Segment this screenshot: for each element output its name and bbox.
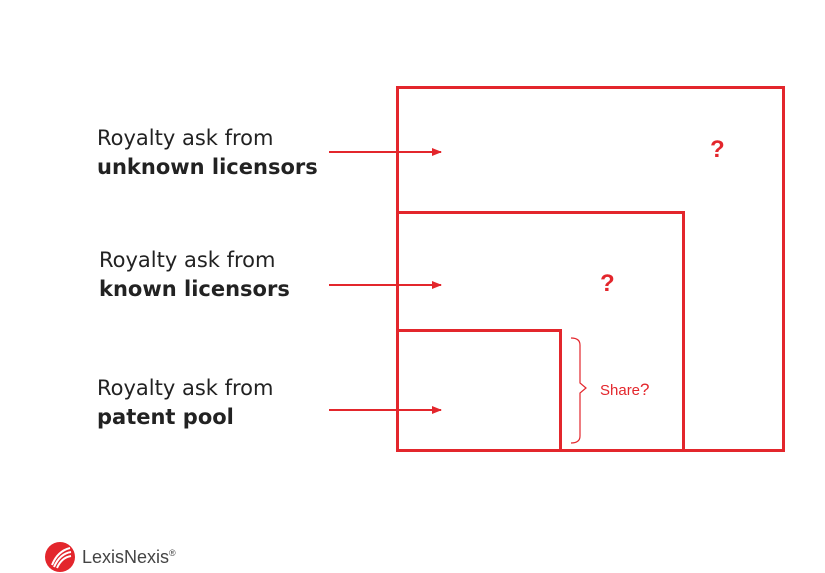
logo-wordmark: LexisNexis® — [82, 547, 176, 568]
label-pool-line2: patent pool — [97, 405, 234, 429]
label-unknown-line1: Royalty ask from — [97, 126, 274, 150]
logo-name: LexisNexis — [82, 546, 170, 567]
middle-question-mark: ? — [600, 270, 615, 297]
label-unknown-line2: unknown licensors — [97, 155, 318, 179]
label-known-line2: known licensors — [99, 277, 290, 301]
lexisnexis-logo-icon — [45, 542, 75, 572]
share-text: Share — [600, 382, 641, 399]
label-pool-line1: Royalty ask from — [97, 376, 274, 400]
share-question-mark: ? — [640, 380, 650, 399]
outer-question-mark: ? — [710, 136, 725, 163]
label-unknown-licensors: Royalty ask from unknown licensors — [97, 124, 318, 182]
share-label: Share? — [600, 380, 650, 400]
label-patent-pool: Royalty ask from patent pool — [97, 374, 273, 432]
share-bracket — [570, 337, 587, 444]
label-known-line1: Royalty ask from — [99, 248, 276, 272]
logo-registered-mark: ® — [169, 547, 176, 558]
inner-box-patent-pool — [396, 329, 562, 452]
lexisnexis-logo: LexisNexis® — [44, 541, 176, 573]
label-known-licensors: Royalty ask from known licensors — [99, 246, 290, 304]
